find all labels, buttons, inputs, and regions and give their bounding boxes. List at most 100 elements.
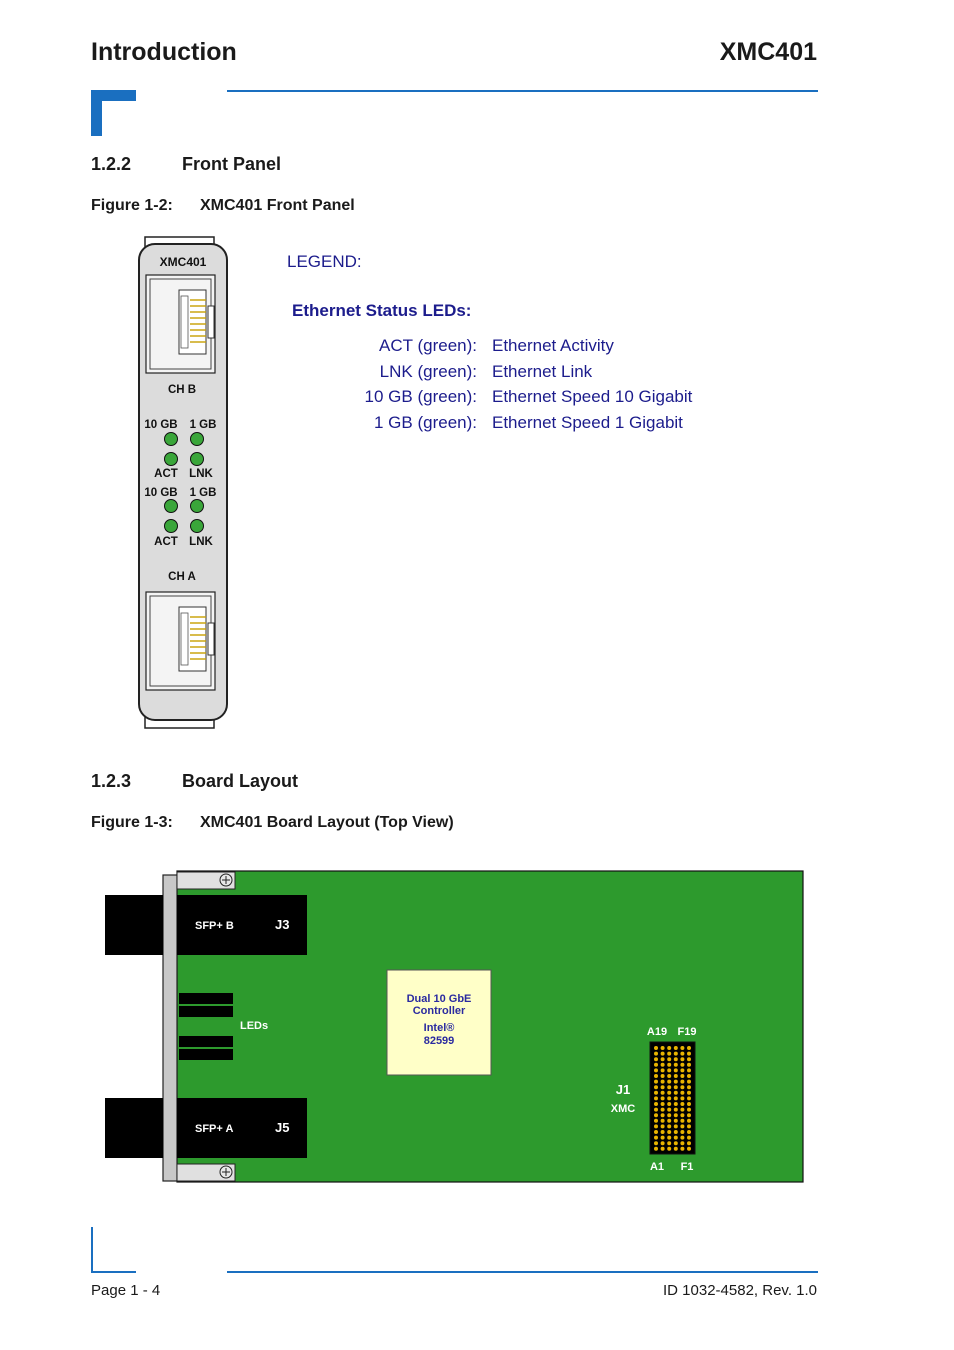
xmc-pin (667, 1135, 672, 1140)
xmc-pin (673, 1146, 678, 1151)
xmc-pin (660, 1113, 665, 1118)
led-1gb-ch-a (190, 499, 204, 513)
xmc-pin (667, 1085, 672, 1090)
legend-group-title: Ethernet Status LEDs: (292, 301, 472, 320)
panel-ch-a-label: CH A (168, 571, 196, 583)
footer-doc-id: ID 1032-4582, Rev. 1.0 (663, 1282, 817, 1299)
xmc-pin (660, 1124, 665, 1129)
xmc-pin (660, 1068, 665, 1073)
xmc-pin (660, 1079, 665, 1084)
xmc-pin (687, 1141, 691, 1146)
xmc-pin (654, 1079, 658, 1084)
xmc-pin (660, 1046, 665, 1050)
xmc-pin (680, 1096, 685, 1101)
xmc-pin (687, 1046, 691, 1050)
xmc-pin (687, 1102, 691, 1106)
xmc-pin (654, 1068, 658, 1073)
xmc-pin (680, 1074, 685, 1078)
xmc-pin (680, 1113, 685, 1118)
xmc-pin (660, 1130, 665, 1134)
led-label-lnk: LNK (189, 468, 213, 480)
a1-label: A1 (650, 1161, 664, 1173)
xmc-pin (687, 1107, 691, 1112)
header-rule (227, 90, 818, 92)
xmc-pin (687, 1118, 691, 1123)
j5-label: J5 (275, 1120, 289, 1135)
xmc-pin (654, 1102, 658, 1106)
chip-line-2: Controller (413, 1005, 466, 1017)
panel-ch-b-label: CH B (168, 384, 196, 396)
xmc-connector-pins (654, 1046, 691, 1151)
xmc-label: XMC (611, 1103, 636, 1115)
xmc-pin (654, 1057, 658, 1062)
xmc-pin (680, 1057, 685, 1062)
chip-line-4: 82599 (424, 1035, 455, 1047)
xmc-pin (654, 1124, 658, 1129)
figure-title-board-layout: XMC401 Board Layout (Top View) (200, 814, 454, 831)
xmc-pin (654, 1135, 658, 1140)
xmc-pin (687, 1135, 691, 1140)
led-block-3 (179, 1036, 233, 1047)
xmc-pin (673, 1062, 678, 1067)
xmc-pin (673, 1051, 678, 1056)
xmc-pin (673, 1135, 678, 1140)
xmc-pin (667, 1130, 672, 1134)
xmc-pin (654, 1146, 658, 1151)
xmc-pin (660, 1102, 665, 1106)
xmc-pin (667, 1124, 672, 1129)
front-bracket (162, 874, 178, 1182)
j3-label: J3 (275, 917, 289, 932)
xmc-pin (680, 1141, 685, 1146)
xmc-pin (654, 1046, 658, 1050)
xmc-pin (687, 1096, 691, 1101)
xmc-pin (654, 1107, 658, 1112)
xmc-pin (687, 1079, 691, 1084)
xmc-pin (660, 1107, 665, 1112)
xmc-pin (680, 1062, 685, 1067)
xmc-pin (673, 1118, 678, 1123)
xmc-pin (654, 1118, 658, 1123)
xmc-pin (673, 1068, 678, 1073)
xmc-pin (673, 1046, 678, 1050)
xmc-pin (673, 1096, 678, 1101)
xmc-pin (673, 1141, 678, 1146)
xmc-pin (673, 1057, 678, 1062)
xmc-pin (673, 1124, 678, 1129)
xmc-pin (673, 1130, 678, 1134)
led-block-2 (179, 1006, 233, 1017)
legend-value: Ethernet Link (492, 362, 593, 381)
xmc-pin (667, 1141, 672, 1146)
xmc-pin (660, 1051, 665, 1056)
rj45-port-ch-b (145, 274, 216, 374)
section-title-front-panel: Front Panel (182, 154, 282, 174)
xmc-pin (660, 1062, 665, 1067)
figure-title-front-panel: XMC401 Front Panel (200, 197, 355, 214)
xmc-pin (680, 1118, 685, 1123)
xmc-pin (687, 1090, 691, 1095)
legend-value: Ethernet Speed 1 Gigabit (492, 413, 683, 432)
legend-key: 1 GB (green): (374, 413, 477, 432)
xmc-pin (667, 1074, 672, 1078)
rj45-port-ch-a (145, 591, 216, 691)
chip-line-3: Intel® (424, 1022, 455, 1034)
xmc-pin (660, 1090, 665, 1095)
legend-key: LNK (green): (379, 362, 477, 381)
xmc-pin (673, 1079, 678, 1084)
xmc-pin (687, 1124, 691, 1129)
xmc-pin (687, 1130, 691, 1134)
xmc-pin (680, 1051, 685, 1056)
xmc-pin (687, 1146, 691, 1151)
leds-label: LEDs (240, 1020, 268, 1032)
a19-label: A19 (647, 1026, 667, 1038)
xmc-pin (660, 1118, 665, 1123)
xmc-pin (654, 1062, 658, 1067)
footer-rule (227, 1271, 818, 1273)
led-label-1gb-2: 1 GB (190, 487, 217, 499)
sfp-b-label: SFP+ B (195, 920, 234, 932)
xmc-pin (673, 1102, 678, 1106)
xmc-pin (680, 1085, 685, 1090)
xmc-pin (660, 1146, 665, 1151)
xmc-pin (680, 1068, 685, 1073)
xmc-pin (660, 1141, 665, 1146)
xmc-pin (673, 1090, 678, 1095)
